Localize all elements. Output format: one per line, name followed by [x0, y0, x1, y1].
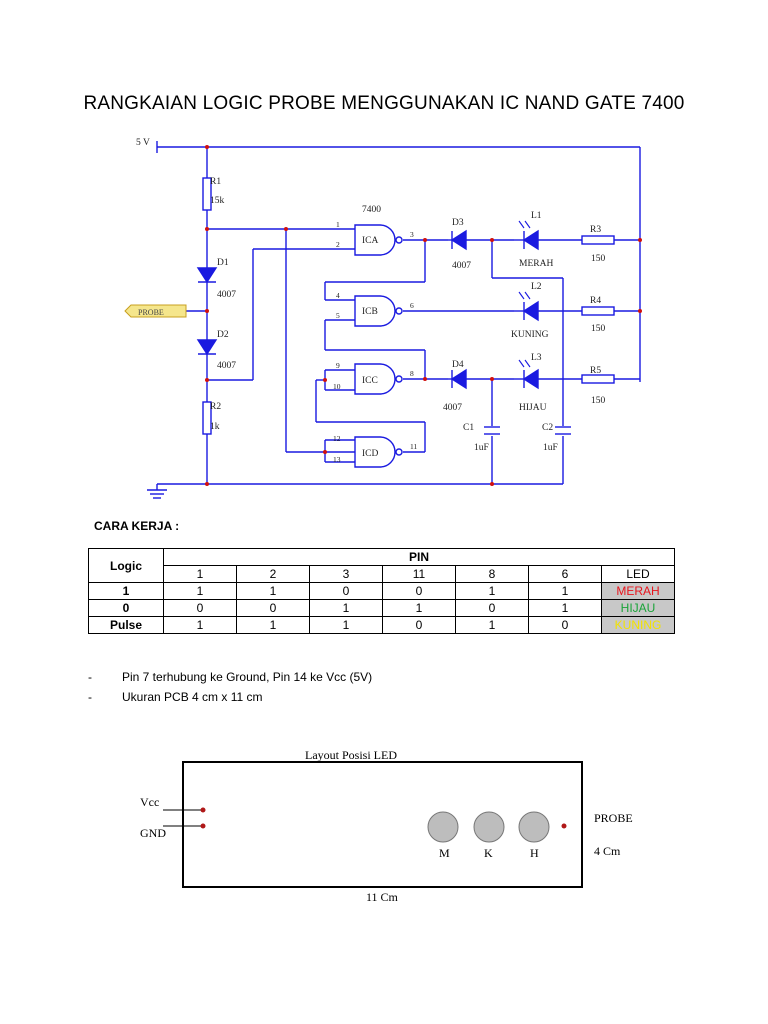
probe-tag	[124, 304, 187, 318]
svg-text:3: 3	[410, 230, 414, 239]
svg-text:1k: 1k	[210, 422, 220, 432]
svg-text:L3: L3	[531, 353, 542, 363]
svg-text:ICB: ICB	[362, 307, 378, 317]
nand-gate-ica	[354, 224, 396, 256]
svg-text:13: 13	[333, 455, 341, 464]
svg-text:L2: L2	[531, 282, 542, 292]
svg-text:2: 2	[336, 240, 340, 249]
svg-text:15k: 15k	[210, 196, 225, 206]
svg-text:4: 4	[336, 291, 340, 300]
svg-text:1uF: 1uF	[474, 443, 489, 453]
svg-text:D1: D1	[217, 258, 229, 268]
page-title: RANGKAIAN LOGIC PROBE MENGGUNAKAN IC NAN…	[83, 93, 685, 114]
probe-label: PROBE	[138, 308, 164, 317]
table-row: 1 1 1 0 0 1 1 MERAH	[88, 582, 675, 600]
diode-d2	[196, 339, 218, 356]
svg-text:1uF: 1uF	[543, 443, 558, 453]
svg-text:D3: D3	[452, 218, 464, 228]
led-cell-hijau: HIJAU	[601, 599, 675, 617]
svg-text:1: 1	[336, 220, 340, 229]
svg-text:ICC: ICC	[362, 376, 378, 386]
table-row: 0 0 0 1 1 0 1 HIJAU	[88, 599, 675, 617]
svg-text:ICA: ICA	[362, 236, 379, 246]
svg-text:ICD: ICD	[362, 449, 379, 459]
pin-column-header: 3	[309, 565, 383, 583]
pin-column-header: 11	[382, 565, 456, 583]
svg-text:D2: D2	[217, 330, 229, 340]
svg-text:4007: 4007	[443, 403, 462, 413]
supply-label: 5 V	[136, 138, 150, 148]
nand-gate-icc	[354, 363, 396, 395]
nand-gate-icd	[354, 436, 396, 468]
svg-text:R4: R4	[590, 296, 601, 306]
svg-text:11: 11	[410, 442, 417, 451]
svg-text:8: 8	[410, 369, 414, 378]
list-item: -Ukuran PCB 4 cm x 11 cm	[88, 690, 263, 704]
logic-header: Logic	[88, 548, 164, 583]
resistor-r3	[581, 235, 615, 245]
led-cell-merah: MERAH	[601, 582, 675, 600]
svg-text:L1: L1	[531, 211, 542, 221]
nand-gate-icb	[354, 295, 396, 327]
svg-text:150: 150	[591, 324, 606, 334]
svg-text:R2: R2	[210, 402, 221, 412]
diode-d3	[450, 229, 467, 251]
logic-table: Logic PIN 1 2 3 11 8 6 LED 1 1 1 0 0 1 1…	[88, 548, 675, 634]
svg-text:R3: R3	[590, 225, 601, 235]
svg-text:KUNING: KUNING	[511, 330, 549, 340]
svg-text:C1: C1	[463, 423, 474, 433]
ic-label: 7400	[362, 205, 381, 215]
resistor-r4	[581, 306, 615, 316]
pin-column-header: 2	[236, 565, 310, 583]
svg-text:MERAH: MERAH	[519, 259, 553, 269]
resistor-r5	[581, 374, 615, 384]
led-header: LED	[601, 565, 675, 583]
cara-kerja-label: CARA KERJA :	[94, 519, 180, 533]
svg-text:150: 150	[591, 254, 606, 264]
pin-column-header: 1	[163, 565, 237, 583]
svg-text:9: 9	[336, 361, 340, 370]
table-row: Pulse 1 1 1 0 1 0 KUNING	[88, 616, 675, 634]
svg-text:R1: R1	[210, 177, 221, 187]
svg-text:6: 6	[410, 301, 414, 310]
diode-d4	[450, 368, 467, 390]
pin-header: PIN	[163, 548, 675, 566]
led-l1	[522, 229, 539, 251]
svg-text:R5: R5	[590, 366, 601, 376]
pin-column-header: 8	[455, 565, 529, 583]
led-l2	[522, 300, 539, 322]
svg-text:12: 12	[333, 434, 341, 443]
svg-text:HIJAU: HIJAU	[519, 403, 547, 413]
svg-text:4007: 4007	[217, 290, 236, 300]
led-l3	[522, 368, 539, 390]
svg-text:5: 5	[336, 311, 340, 320]
svg-text:C2: C2	[542, 423, 553, 433]
svg-text:10: 10	[333, 382, 341, 391]
led-cell-kuning: KUNING	[601, 616, 675, 634]
list-item: -Pin 7 terhubung ke Ground, Pin 14 ke Vc…	[88, 670, 373, 684]
notes-list: -Pin 7 terhubung ke Ground, Pin 14 ke Vc…	[88, 667, 372, 707]
svg-text:D4: D4	[452, 360, 464, 370]
svg-text:150: 150	[591, 396, 606, 406]
pin-column-header: 6	[528, 565, 602, 583]
diode-d1	[196, 267, 218, 284]
svg-text:4007: 4007	[217, 361, 236, 371]
svg-text:4007: 4007	[452, 261, 471, 271]
